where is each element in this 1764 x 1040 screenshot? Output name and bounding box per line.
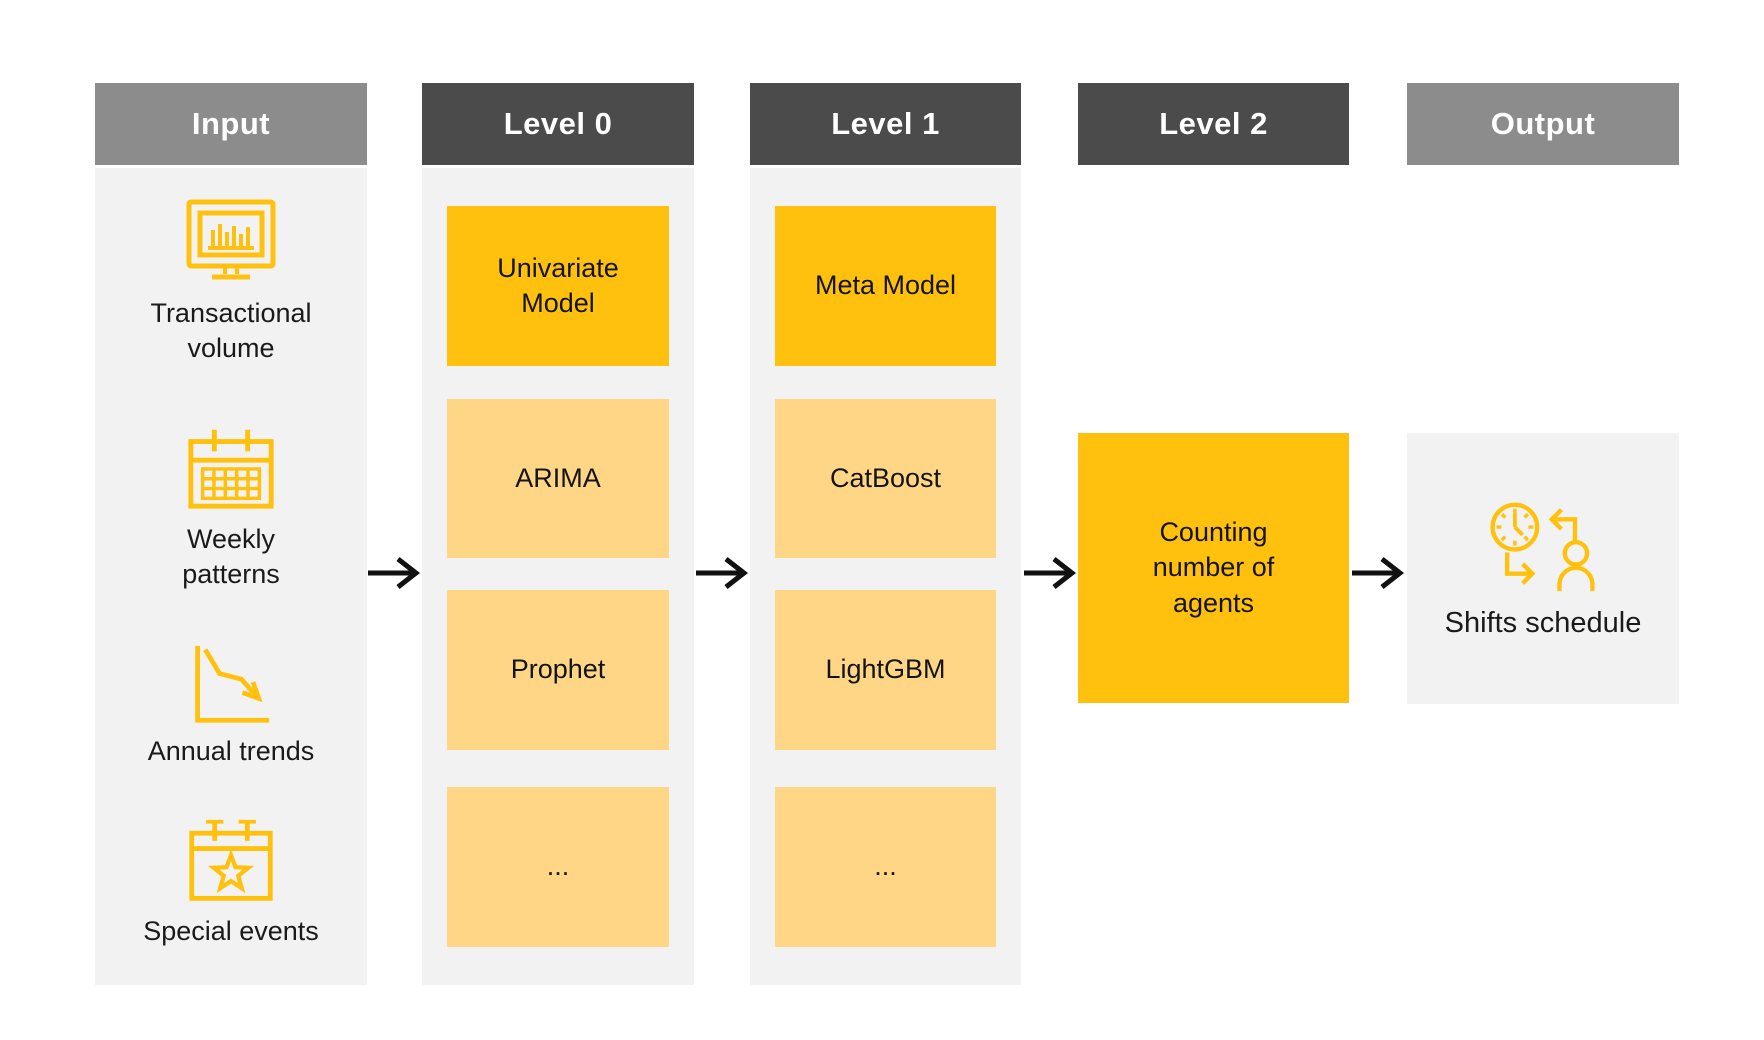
model-box-label: ...	[874, 851, 897, 882]
input-item-label: Transactional volume	[150, 298, 312, 363]
calendar-grid-icon	[182, 420, 280, 514]
flow-arrow-level1-to-level2	[1022, 555, 1078, 591]
column-header-level0-label: Level 0	[503, 106, 613, 141]
model-box-level0-more: ...	[447, 787, 669, 947]
input-item-label: Annual trends	[147, 736, 315, 766]
column-header-output-label: Output	[1490, 106, 1596, 141]
input-item-special-events: Special events	[95, 816, 367, 949]
model-box-label: LightGBM	[825, 654, 946, 685]
column-header-level1-label: Level 1	[831, 106, 940, 141]
model-box-prophet: Prophet	[447, 590, 669, 750]
input-item-label: Special events	[143, 916, 319, 946]
model-box-label: Prophet	[510, 654, 606, 685]
input-item-annual-trends: Annual trends	[95, 642, 367, 769]
shift-schedule-icon	[1480, 498, 1606, 595]
calendar-star-icon	[183, 816, 279, 906]
output-box: Shifts schedule	[1407, 433, 1679, 704]
model-box-label: ...	[546, 851, 570, 882]
model-box-label: Meta Model	[814, 270, 957, 301]
input-item-label: Weekly patterns	[182, 524, 280, 589]
model-box-univariate: Univariate Model	[447, 206, 669, 366]
input-item-transactional-volume: Transactional volume	[95, 194, 367, 365]
column-header-input: Input	[95, 83, 367, 165]
output-box-label: Shifts schedule	[1444, 606, 1642, 639]
flow-arrow-level0-to-level1	[694, 555, 750, 591]
flow-arrow-level2-to-output	[1350, 555, 1406, 591]
model-box-label: ARIMA	[515, 462, 601, 493]
model-box-label: Univariate Model	[497, 252, 619, 318]
model-box-lightgbm: LightGBM	[775, 590, 996, 750]
input-item-weekly-patterns: Weekly patterns	[95, 420, 367, 591]
column-header-input-label: Input	[191, 106, 271, 141]
column-header-level0: Level 0	[422, 83, 694, 165]
model-box-arima: ARIMA	[447, 399, 669, 558]
model-box-level1-more: ...	[775, 787, 996, 947]
column-header-level2-label: Level 2	[1159, 106, 1268, 141]
model-box-label: Counting number of agents	[1152, 517, 1275, 618]
column-header-level2: Level 2	[1078, 83, 1349, 165]
monitor-chart-icon	[181, 194, 281, 288]
column-header-output: Output	[1407, 83, 1679, 165]
model-box-label: CatBoost	[829, 462, 942, 493]
model-box-meta-model: Meta Model	[775, 206, 996, 366]
flow-arrow-input-to-level0	[366, 555, 422, 591]
column-body-input: Transactional volume Weekly patterns	[95, 168, 367, 985]
trend-down-icon	[183, 642, 279, 726]
model-box-catboost: CatBoost	[775, 399, 996, 558]
column-header-level1: Level 1	[750, 83, 1021, 165]
model-box-counting-agents: Counting number of agents	[1078, 433, 1349, 703]
